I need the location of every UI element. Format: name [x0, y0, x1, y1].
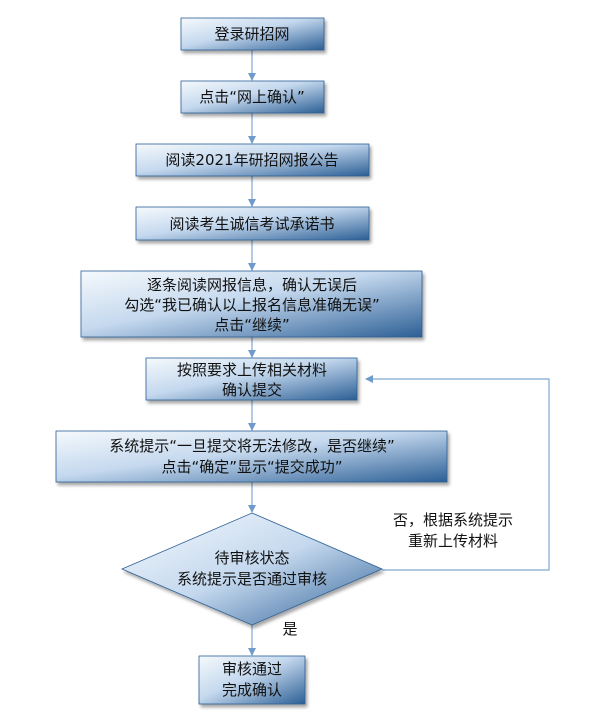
no-label-line-1: 否，根据系统提示	[393, 511, 513, 529]
final-line-2: 完成确认	[222, 681, 282, 699]
step-4-text: 阅读考生诚信考试承诺书	[169, 215, 334, 233]
step-6-box: 按照要求上传相关材料 确认提交	[145, 357, 358, 401]
final-box: 审核通过 完成确认	[198, 655, 306, 705]
no-label-line-2: 重新上传材料	[408, 532, 498, 550]
step-4-box: 阅读考生诚信考试承诺书	[135, 206, 370, 241]
step-1-text: 登录研招网	[214, 25, 289, 43]
step-5-line-2: 勾选“我已确认以上报名信息准确无误”	[124, 296, 380, 314]
step-1-box: 登录研招网	[180, 17, 325, 51]
step-3-box: 阅读2021年研招网报公告	[135, 143, 370, 177]
decision-diamond: 待审核状态 系统提示是否通过审核	[120, 512, 384, 626]
step-7-box: 系统提示“一旦提交将无法修改，是否继续” 点击“确定”显示“提交成功”	[55, 430, 448, 483]
step-7-line-2: 点击“确定”显示“提交成功”	[161, 458, 342, 476]
arrow-loop-back	[365, 375, 550, 571]
step-7-line-1: 系统提示“一旦提交将无法修改，是否继续”	[109, 437, 395, 455]
yes-branch-label: 是	[282, 620, 297, 638]
step-2-box: 点击“网上确认”	[180, 80, 325, 114]
final-line-1: 审核通过	[222, 660, 282, 678]
step-5-line-3: 点击“继续”	[214, 316, 290, 334]
decision-line-1: 待审核状态	[214, 549, 289, 567]
step-5-line-1: 逐条阅读网报信息，确认无误后	[147, 276, 357, 294]
step-6-line-1: 按照要求上传相关材料	[177, 361, 327, 379]
step-6-line-2: 确认提交	[222, 381, 282, 399]
connectors	[248, 50, 550, 656]
step-2-text: 点击“网上确认”	[199, 88, 305, 106]
step-5-box: 逐条阅读网报信息，确认无误后 勾选“我已确认以上报名信息准确无误” 点击“继续”	[80, 270, 423, 338]
decision-line-2: 系统提示是否通过审核	[177, 570, 327, 588]
step-3-text: 阅读2021年研招网报公告	[165, 151, 338, 169]
no-branch-label: 否，根据系统提示 重新上传材料	[393, 511, 513, 550]
